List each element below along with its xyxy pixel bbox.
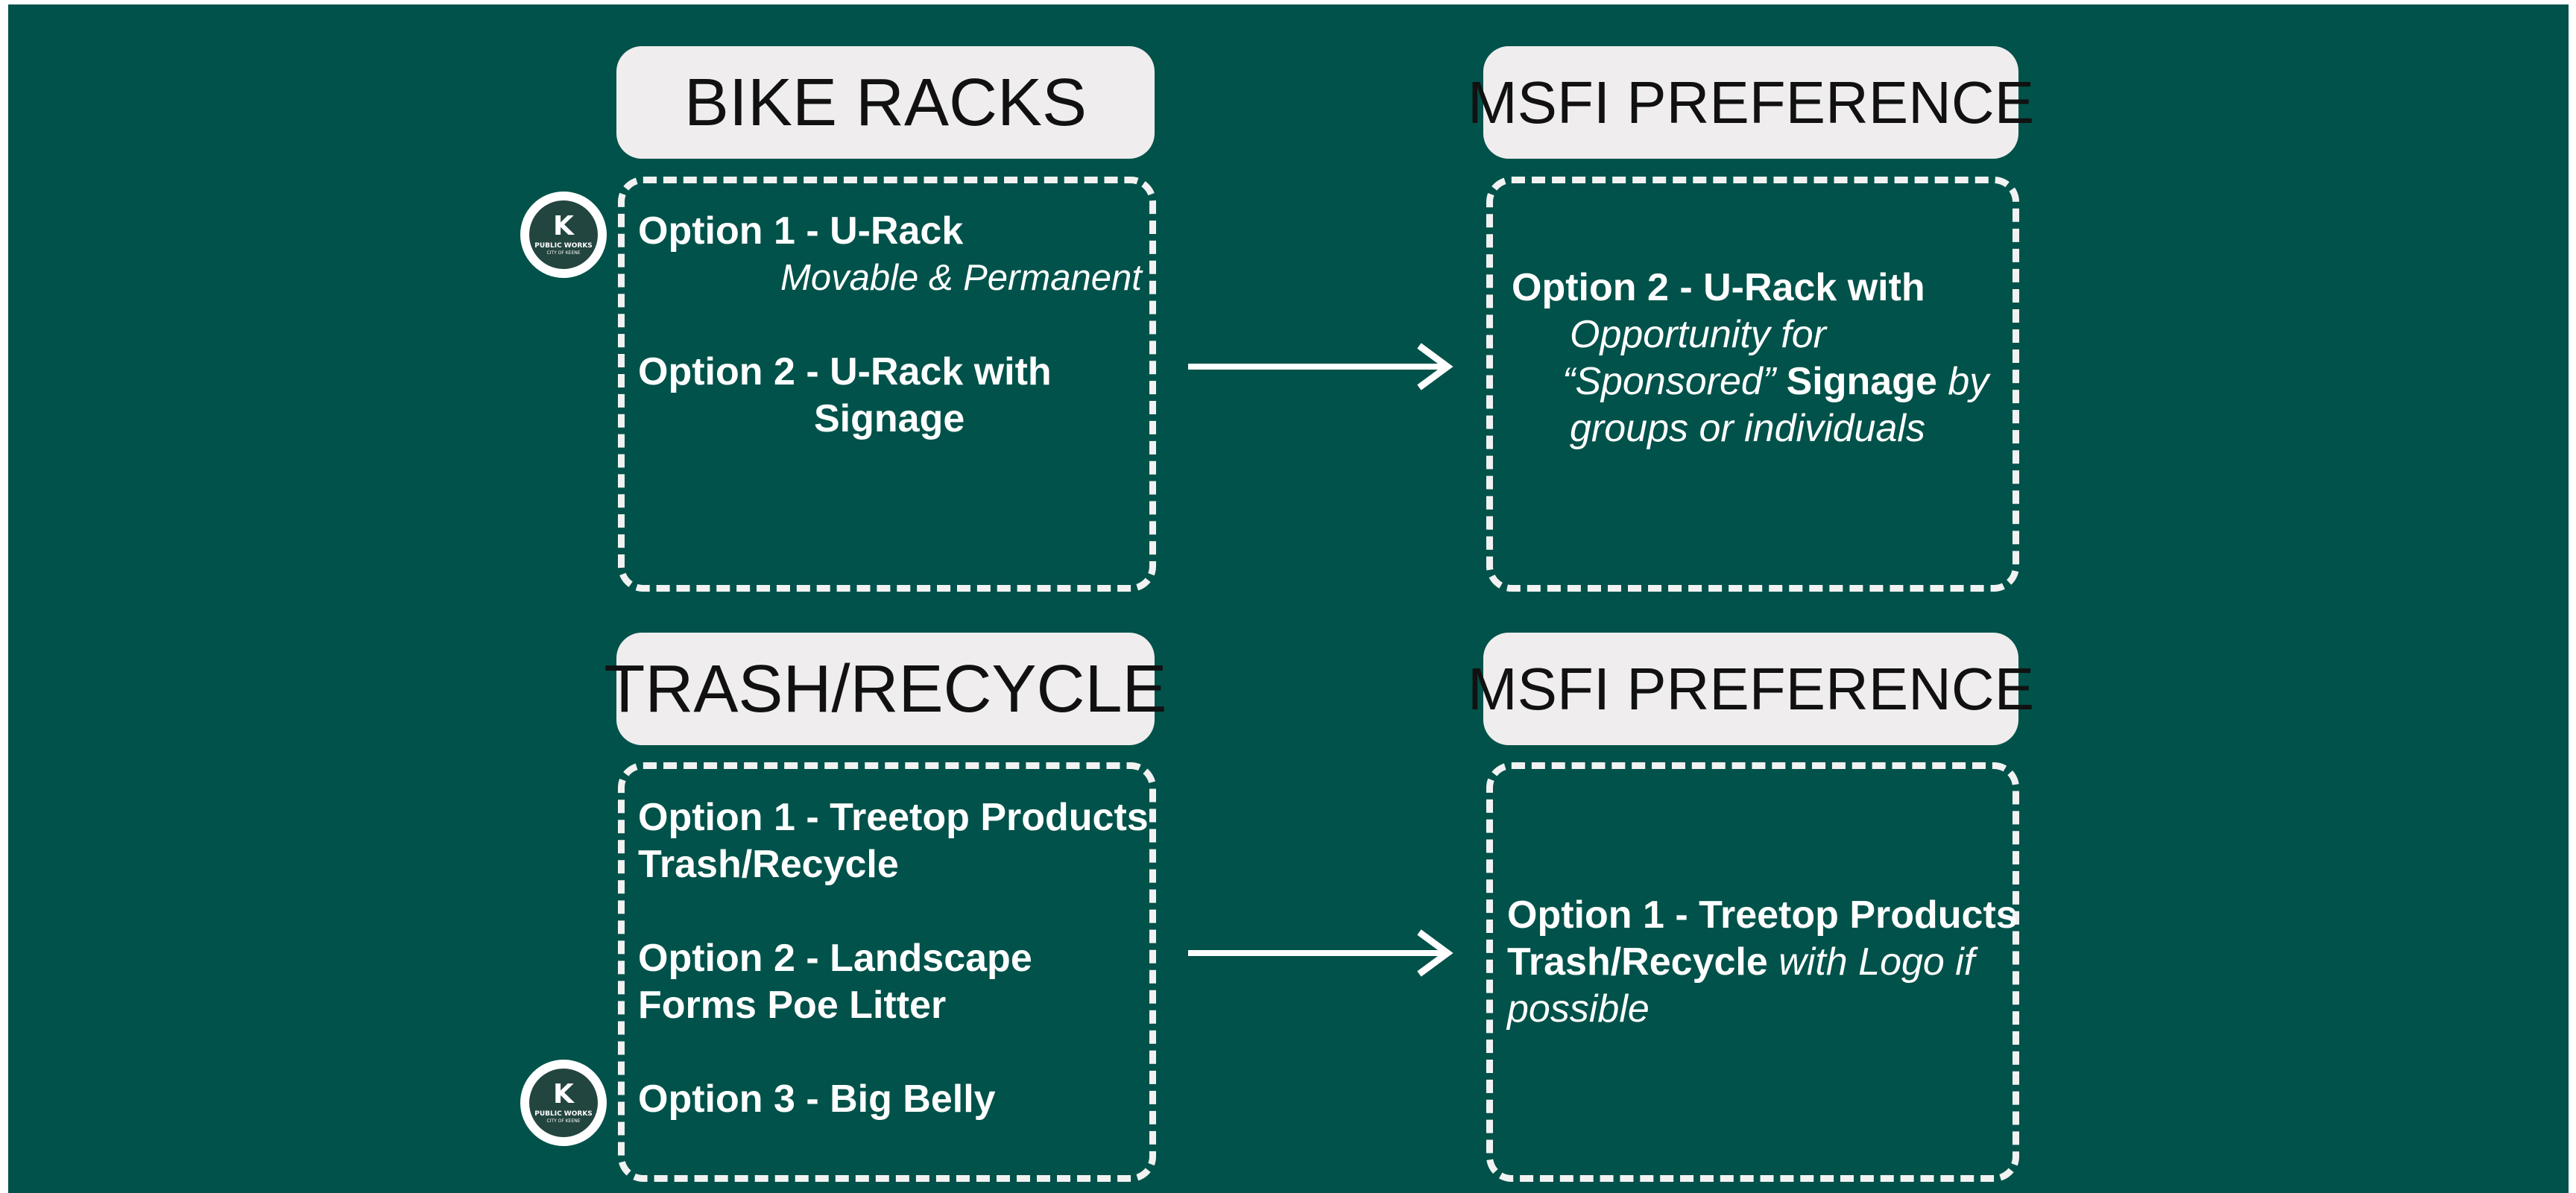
bike-pref-line2: Opportunity for — [1570, 313, 1826, 356]
trash-preference-title: MSFI PREFERENCE — [1468, 633, 2034, 745]
trash-option2-line2: Forms Poe Litter — [638, 984, 947, 1027]
trash-pref-trash-recycle: Trash/Recycle — [1507, 940, 1768, 984]
bike-pref-line1: Option 2 - U-Rack with — [1512, 266, 1925, 309]
trash-option1-line1: Option 1 - Treetop Products — [638, 796, 1149, 839]
public-works-logo-icon: K PUBLIC WORKS CITY OF KEENE — [520, 192, 607, 278]
logo-line1: PUBLIC WORKS — [534, 242, 593, 250]
trash-pref-line2: Trash/Recycle with Logo if — [1507, 938, 1974, 986]
bike-option1-note: Movable & Permanent — [780, 258, 1142, 298]
bike-racks-title: BIKE RACKS — [616, 46, 1155, 159]
logo-letter: K — [553, 211, 574, 241]
bike-pref-line3: “Sponsored” Signage by — [1562, 358, 1989, 405]
logo-letter: K — [553, 1079, 574, 1110]
logo-line1: PUBLIC WORKS — [534, 1110, 593, 1118]
bike-pref-sponsored: “Sponsored” — [1562, 360, 1776, 403]
public-works-logo-icon: K PUBLIC WORKS CITY OF KEENE — [520, 1060, 607, 1146]
right-arrow-icon — [1188, 929, 1453, 977]
trash-preference-box — [1486, 762, 2019, 1182]
bike-pref-line4: groups or individuals — [1570, 407, 1925, 450]
bike-pref-by: by — [1936, 360, 1989, 403]
trash-recycle-options-box — [618, 762, 1156, 1182]
logo-line2: CITY OF KEENE — [546, 1118, 581, 1124]
trash-option1-line2: Trash/Recycle — [638, 843, 899, 886]
trash-pref-line1: Option 1 - Treetop Products — [1507, 893, 2018, 937]
trash-pref-line3: possible — [1507, 987, 1650, 1031]
logo-line2: CITY OF KEENE — [546, 250, 581, 256]
bike-racks-options-box — [618, 177, 1156, 592]
trash-pref-with-logo: with Logo if — [1767, 940, 1975, 984]
bike-option1-title: Option 1 - U-Rack — [638, 209, 964, 253]
bike-preference-title: MSFI PREFERENCE — [1468, 46, 2034, 159]
right-arrow-icon — [1188, 343, 1453, 390]
bike-pref-signage: Signage — [1775, 360, 1937, 403]
bike-option2-line1: Option 2 - U-Rack with — [638, 350, 1052, 393]
trash-option2-line1: Option 2 - Landscape — [638, 937, 1032, 980]
trash-recycle-title: TRASH/RECYCLE — [604, 633, 1167, 745]
bike-option2-line2: Signage — [814, 397, 965, 440]
bike-preference-box — [1486, 177, 2019, 592]
trash-option3: Option 3 - Big Belly — [638, 1078, 996, 1121]
slide: BIKE RACKS K PUBLIC WORKS CITY OF KEENE … — [8, 4, 2569, 1193]
